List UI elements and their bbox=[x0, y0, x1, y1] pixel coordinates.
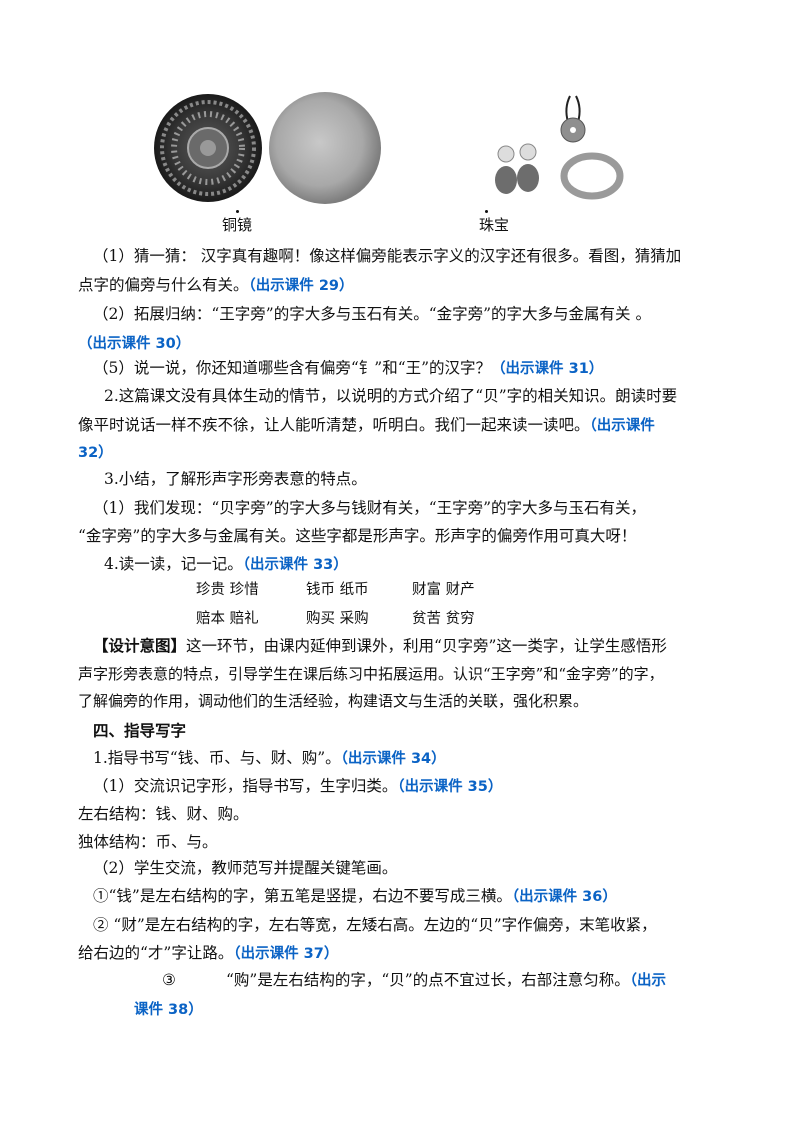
text-line: 像平时说话一样不疾不徐，让人能听清楚，听明白。我们一起来读一读吧。（出示课件 bbox=[78, 416, 655, 434]
jewelry-caption: 珠宝 bbox=[479, 216, 510, 234]
word-list-row: 珍贵 珍惜钱币 纸币财富 财产 bbox=[196, 582, 475, 598]
text-line: （1）我们发现：“贝字旁”的字大多与钱财有关，“王字旁”的字大多与玉石有关， bbox=[93, 499, 647, 517]
text-line: 点字的偏旁与什么有关。（出示课件 29） bbox=[78, 276, 354, 294]
text-line: “金字旁”的字大多与金属有关。这些字都是形声字。形声字的偏旁作用可真大呀！ bbox=[78, 527, 637, 545]
text-line: ①“钱”是左右结构的字，第五笔是竖提，右边不要写成三横。（出示课件 36） bbox=[93, 887, 617, 905]
earring-right-shape bbox=[517, 164, 539, 192]
text-line: 声字形旁表意的特点，引导学生在课后练习中拓展运用。认识“王字旁”和“金字旁”的字… bbox=[78, 665, 664, 683]
text-line: 2.这篇课文没有具体生动的情节，以说明的方式介绍了“贝”字的相关知识。朗读时要 bbox=[104, 387, 678, 405]
text-line: ③ bbox=[162, 971, 176, 989]
text-line: 32） bbox=[78, 442, 113, 463]
text-line: 【设计意图】这一环节，由课内延伸到课外，利用“贝字旁”这一类字，让学生感悟形 bbox=[93, 636, 667, 655]
text-line: （2）拓展归纳：“王字旁”的字大多与玉石有关。“金字旁”的字大多与金属有关 。 bbox=[93, 305, 651, 323]
courseware-cue: （出示课件 30） bbox=[78, 336, 191, 352]
emphasis-dot bbox=[485, 210, 488, 213]
mirror-caption: 铜镜 bbox=[222, 216, 253, 234]
text-line: （5）说一说，你还知道哪些含有偏旁“钅”和“王”的汉字？（出示课件 31） bbox=[93, 359, 604, 377]
courseware-cue: 课件 38） bbox=[134, 1002, 203, 1018]
text-line: 给右边的“才”字让路。（出示课件 37） bbox=[78, 944, 339, 962]
courseware-cue: （出示课件 36） bbox=[511, 889, 617, 905]
text-line: 1.指导书写“钱、币、与、财、购”。（出示课件 34） bbox=[93, 749, 446, 767]
courseware-cue: （出示课件 bbox=[589, 418, 655, 434]
text-line: （1）交流识记字形，指导书写，生字归类。（出示课件 35） bbox=[93, 777, 503, 795]
text-line: （出示课件 30） bbox=[78, 333, 190, 354]
courseware-cue: （出示课件 31） bbox=[491, 361, 604, 377]
courseware-cue: （出示课件 35） bbox=[397, 779, 503, 795]
courseware-cue: （出示课件 37） bbox=[233, 946, 339, 962]
courseware-cue: （出示课件 33） bbox=[242, 557, 348, 573]
word-list-row: 赔本 赔礼购买 采购贫苦 贫穷 bbox=[196, 611, 475, 627]
text-line: （1）猜一猜： 汉字真有趣啊！像这样偏旁能表示字义的汉字还有很多。看图，猜猜加 bbox=[93, 247, 682, 265]
text-line: “购”是左右结构的字，“贝”的点不宜过长，右部注意匀称。（出示 bbox=[226, 971, 666, 989]
earring-left-shape bbox=[495, 166, 517, 194]
section-heading: 四、指导写字 bbox=[93, 722, 187, 740]
text-line: 左右结构：钱、财、购。 bbox=[78, 805, 249, 823]
text-line: 了解偏旁的作用，调动他们的生活经验，构建语文与生活的关联，强化积累。 bbox=[78, 692, 589, 710]
courseware-cue: （出示课件 34） bbox=[340, 751, 446, 767]
text-line: （2）学生交流，教师范写并提醒关键笔画。 bbox=[93, 859, 398, 877]
bangle-shape bbox=[560, 152, 624, 200]
text-line: ② “财”是左右结构的字，左右等宽，左矮右高。左边的“贝”字作偏旁，末笔收紧， bbox=[93, 916, 657, 934]
text-line: 4.读一读，记一记。（出示课件 33） bbox=[104, 555, 348, 573]
text-line: 3.小结，了解形声字形旁表意的特点。 bbox=[104, 470, 367, 488]
emphasis-dot bbox=[236, 210, 239, 213]
text-line: 独体结构：币、与。 bbox=[78, 833, 218, 851]
bronze-mirror-image bbox=[154, 92, 381, 204]
mirror-front-shape bbox=[269, 92, 381, 204]
courseware-cue: （出示 bbox=[629, 973, 666, 989]
courseware-cue: （出示课件 29） bbox=[248, 278, 354, 294]
jewelry-image bbox=[495, 95, 624, 200]
text-line: 课件 38） bbox=[134, 999, 203, 1020]
design-intent-label: 【设计意图】 bbox=[93, 636, 187, 655]
courseware-cue: 32） bbox=[78, 445, 113, 461]
